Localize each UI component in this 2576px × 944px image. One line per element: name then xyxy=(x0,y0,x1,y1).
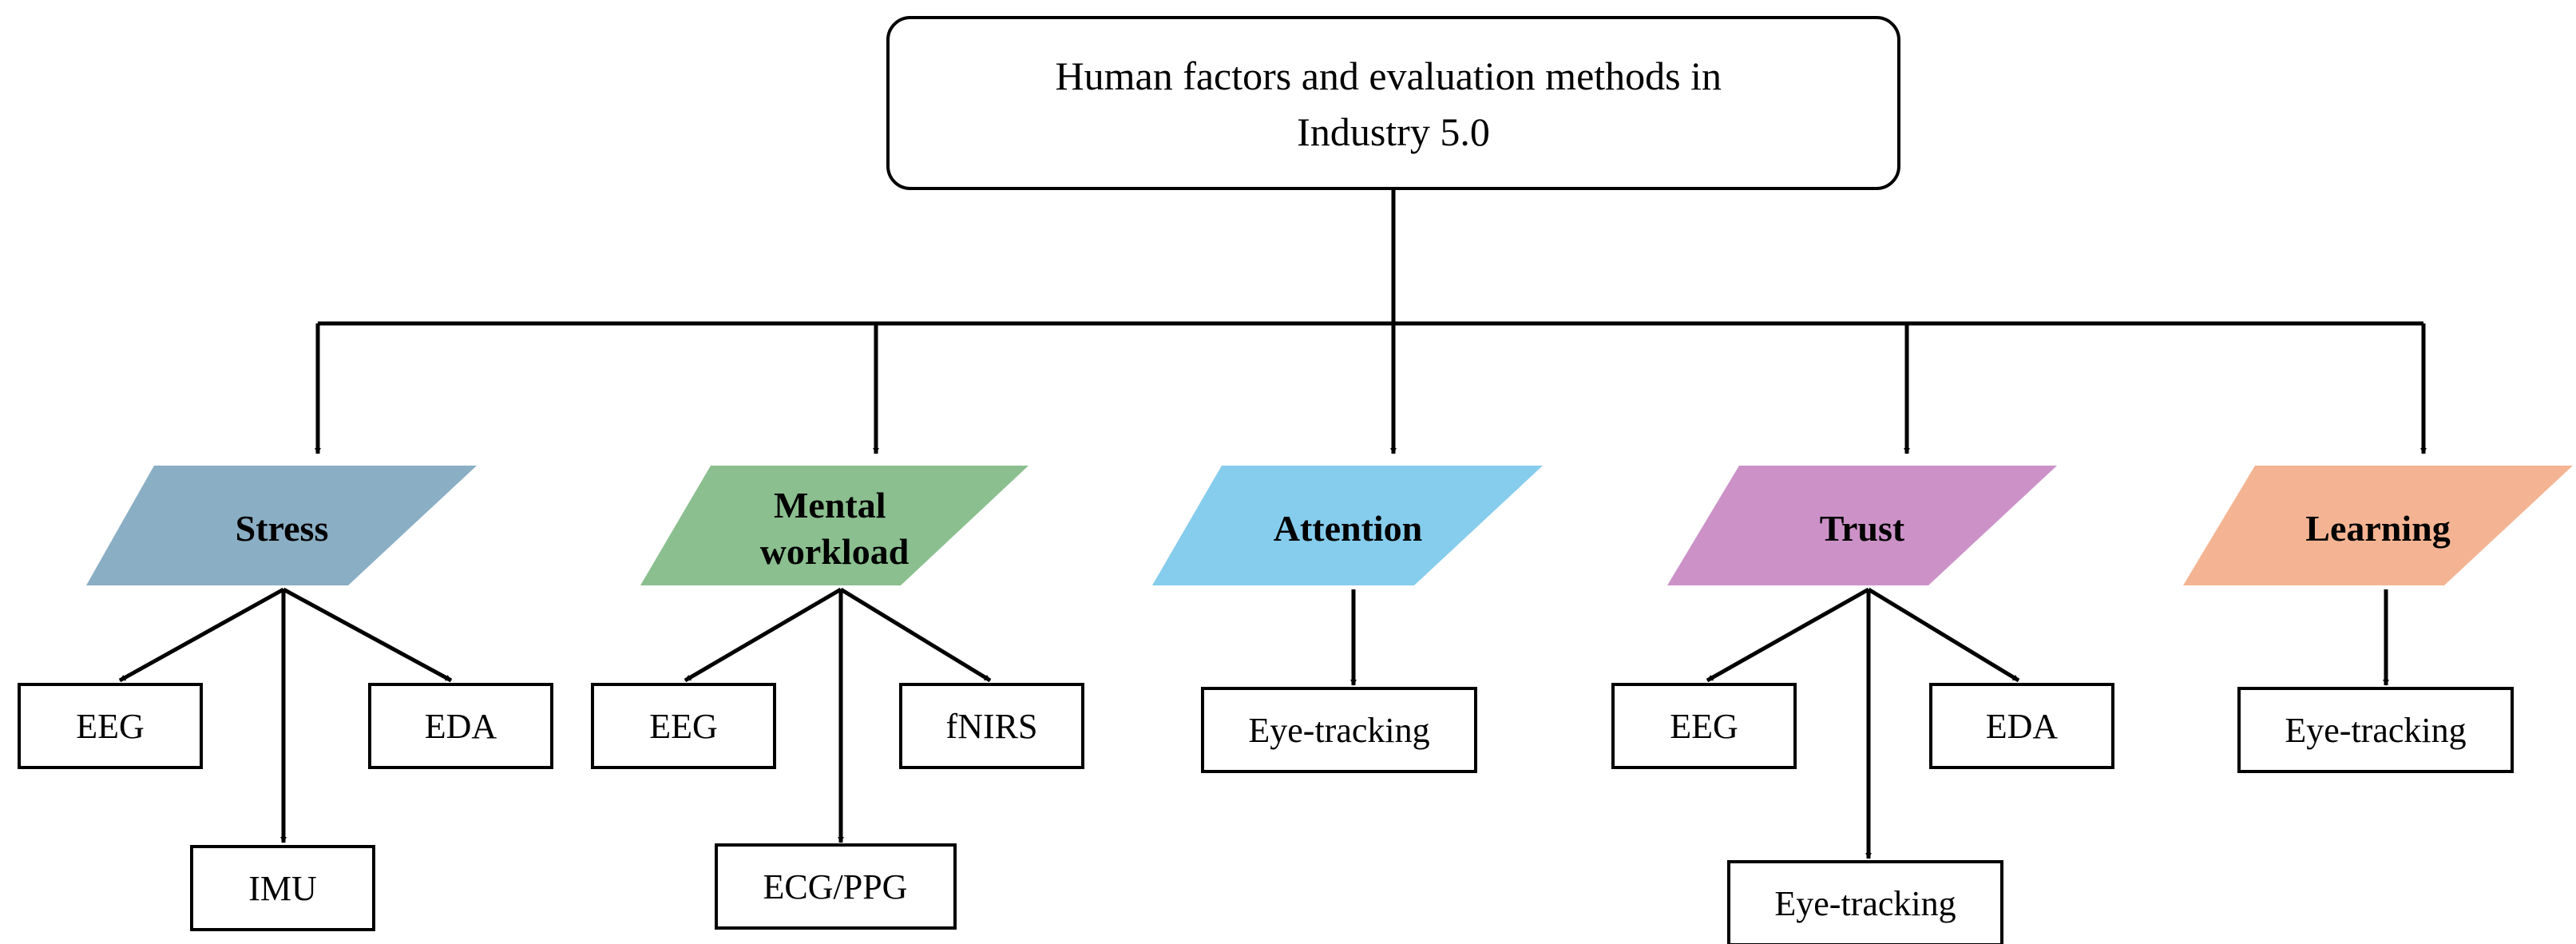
root-box xyxy=(886,16,1900,190)
category-attention: Attention xyxy=(1152,466,1543,585)
arrow-stress-eeg xyxy=(118,587,285,683)
method-box-trust-eda xyxy=(1929,683,2114,769)
method-label-trust-eye-tracking: Eye-tracking xyxy=(1774,884,1956,923)
category-attention-label: Attention xyxy=(1274,508,1423,549)
category-mental-workload-label: Mental workload xyxy=(760,485,910,572)
method-box-workload-fnirs xyxy=(899,683,1084,769)
root-node: Human factors and evaluation methods in … xyxy=(886,16,1900,190)
category-stress-label: Stress xyxy=(236,508,329,549)
method-box-learning-eye-tracking xyxy=(2237,687,2514,773)
arrow-stress-eda xyxy=(282,587,453,683)
arrow-workload-eeg xyxy=(684,587,842,683)
arrow-trust-eeg xyxy=(1706,587,1870,683)
category-mental-workload-shape xyxy=(640,466,1028,585)
category-learning-shape xyxy=(2183,466,2573,585)
category-mental-workload-line-1: Mental xyxy=(774,485,886,526)
category-learning-label: Learning xyxy=(2305,508,2450,549)
method-label-stress-eda: EDA xyxy=(425,707,497,746)
category-trust: Trust xyxy=(1667,466,2057,585)
arrow-workload-fnirs xyxy=(839,587,992,683)
category-stress-shape xyxy=(86,466,477,585)
method-label-workload-fnirs: fNIRS xyxy=(946,707,1038,746)
method-label-workload-eeg: EEG xyxy=(649,707,718,746)
method-box-stress-eeg xyxy=(18,683,203,769)
category-stress: Stress xyxy=(86,466,477,585)
method-label-workload-ecg-ppg: ECG/PPG xyxy=(763,867,908,906)
method-box-trust-eeg xyxy=(1611,683,1797,769)
method-box-stress-eda xyxy=(368,683,553,769)
method-box-stress-imu xyxy=(190,845,375,931)
category-mental-workload-line-2: workload xyxy=(760,531,910,572)
method-label-trust-eeg: EEG xyxy=(1670,707,1738,746)
root-title-line-2: Industry 5.0 xyxy=(1297,109,1490,154)
arrow-trust-eda xyxy=(1867,587,2020,683)
category-mental-workload: Mental workload xyxy=(640,466,1028,585)
method-box-attention-eye-tracking xyxy=(1201,687,1477,773)
category-trust-shape xyxy=(1667,466,2057,585)
root-title-line-1: Human factors and evaluation methods in xyxy=(1056,54,1722,98)
category-attention-shape xyxy=(1152,466,1543,585)
method-label-attention-eye-tracking: Eye-tracking xyxy=(1248,711,1429,750)
method-box-workload-eeg xyxy=(591,683,776,769)
category-trust-label: Trust xyxy=(1820,508,1905,549)
method-label-stress-eeg: EEG xyxy=(76,707,145,746)
method-box-workload-ecg-ppg xyxy=(715,843,957,930)
method-label-learning-eye-tracking: Eye-tracking xyxy=(2285,711,2466,750)
method-box-trust-eye-tracking xyxy=(1727,860,2003,944)
method-label-trust-eda: EDA xyxy=(1986,707,2059,746)
method-label-stress-imu: IMU xyxy=(248,869,317,908)
root-title: Human factors and evaluation methods in … xyxy=(1056,54,1732,154)
category-learning: Learning xyxy=(2183,466,2573,585)
